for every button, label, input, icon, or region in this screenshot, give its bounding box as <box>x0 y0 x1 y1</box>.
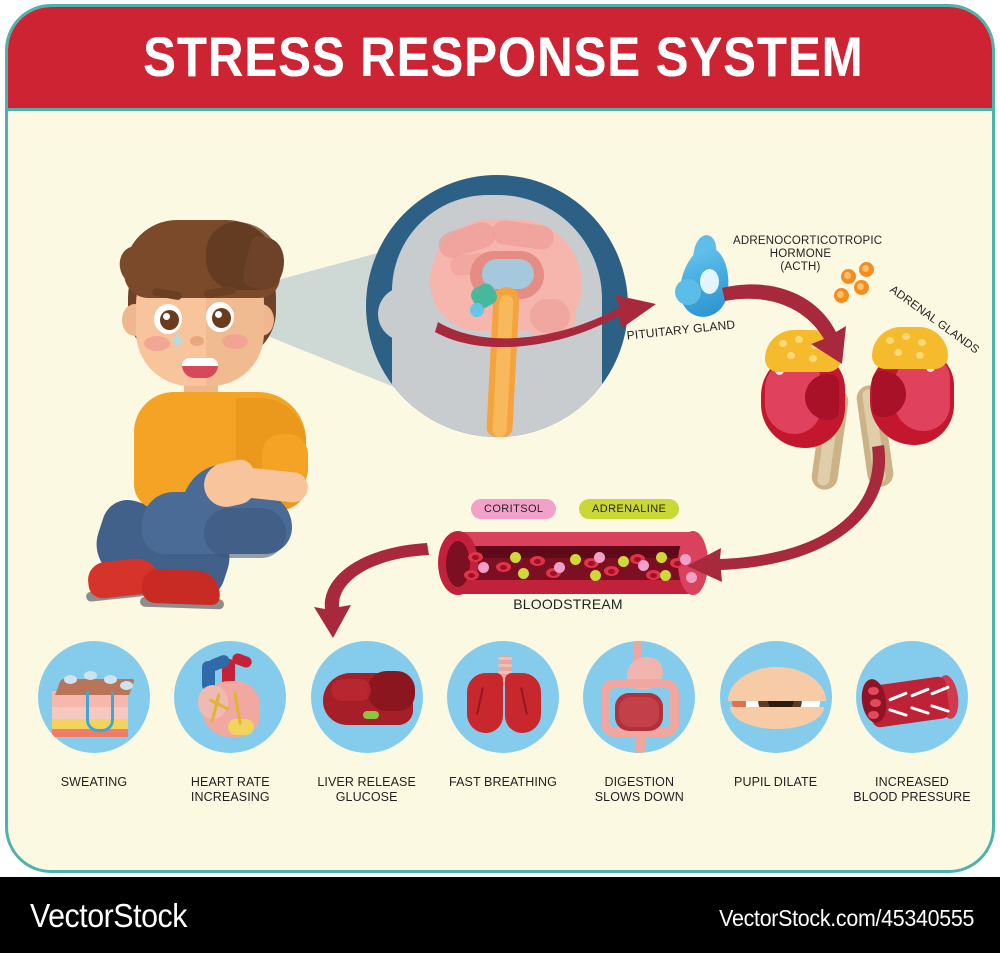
effect-label: DIGESTION SLOWS DOWN <box>594 775 684 804</box>
effect-label: PUPIL DILATE <box>734 775 818 789</box>
adrenal-gland-left <box>761 330 853 492</box>
effect-label: HEART RATE INCREASING <box>190 775 270 804</box>
adrenaline-chip: ADRENALINE <box>579 499 680 519</box>
effect-item-liver[interactable]: LIVER RELEASE GLUCOSE <box>299 641 435 821</box>
skin-sweat-icon <box>38 641 150 753</box>
acth-molecule <box>834 288 849 303</box>
acth-molecule <box>859 262 874 277</box>
blood-vessel-icon <box>855 641 968 753</box>
arrow-bloodstream-to-effects <box>314 543 429 638</box>
title-banner: STRESS RESPONSE SYSTEM <box>8 7 992 111</box>
stressed-boy-illustration <box>85 212 311 610</box>
vectorstock-url: VectorStock.com/45340555 <box>719 905 974 931</box>
liver-icon <box>310 641 423 753</box>
effect-item-pupil[interactable]: PUPIL DILATE <box>708 641 844 821</box>
acth-molecule <box>841 269 856 284</box>
arrow-adrenal-to-bloodstream <box>687 445 886 582</box>
effect-label: LIVER RELEASE GLUCOSE <box>317 775 416 804</box>
digestive-system-icon <box>583 641 696 753</box>
infographic-card: STRESS RESPONSE SYSTEM <box>5 4 995 873</box>
effect-label: FAST BREATHING <box>449 775 557 789</box>
footer-bar: VectorStock VectorStock.com/45340555 <box>0 877 1000 953</box>
effect-item-digestion[interactable]: DIGESTION SLOWS DOWN <box>571 641 707 821</box>
heart-icon <box>174 641 287 753</box>
cortisol-chip: CORITSOL <box>471 499 557 519</box>
page-title: STRESS RESPONSE SYSTEM <box>142 24 864 88</box>
adrenal-gland-right <box>855 327 956 489</box>
eye-icon <box>719 641 832 753</box>
brain-detail-circle <box>366 175 628 437</box>
effect-item-heart-rate[interactable]: HEART RATE INCREASING <box>162 641 298 821</box>
effect-label: SWEATING <box>60 775 128 789</box>
effect-label: INCREASED BLOOD PRESSURE <box>853 775 971 804</box>
effect-item-blood-pressure[interactable]: INCREASED BLOOD PRESSURE <box>844 641 980 821</box>
bloodstream-illustration <box>438 531 708 595</box>
acth-molecule <box>854 280 869 295</box>
vectorstock-logo: VectorStock <box>30 897 187 934</box>
effects-row: SWEATING HEART RATE INCREASING LIVER REL… <box>26 641 980 821</box>
effect-item-breathing[interactable]: FAST BREATHING <box>435 641 571 821</box>
acth-label: ADRENOCORTICOTROPIC HORMONE (ACTH) <box>733 235 883 273</box>
effect-item-sweating[interactable]: SWEATING <box>26 641 162 821</box>
bloodstream-label: BLOODSTREAM <box>513 596 623 612</box>
pituitary-gland-label: PITUITARY GLAND <box>625 317 736 343</box>
lungs-icon <box>446 641 559 753</box>
